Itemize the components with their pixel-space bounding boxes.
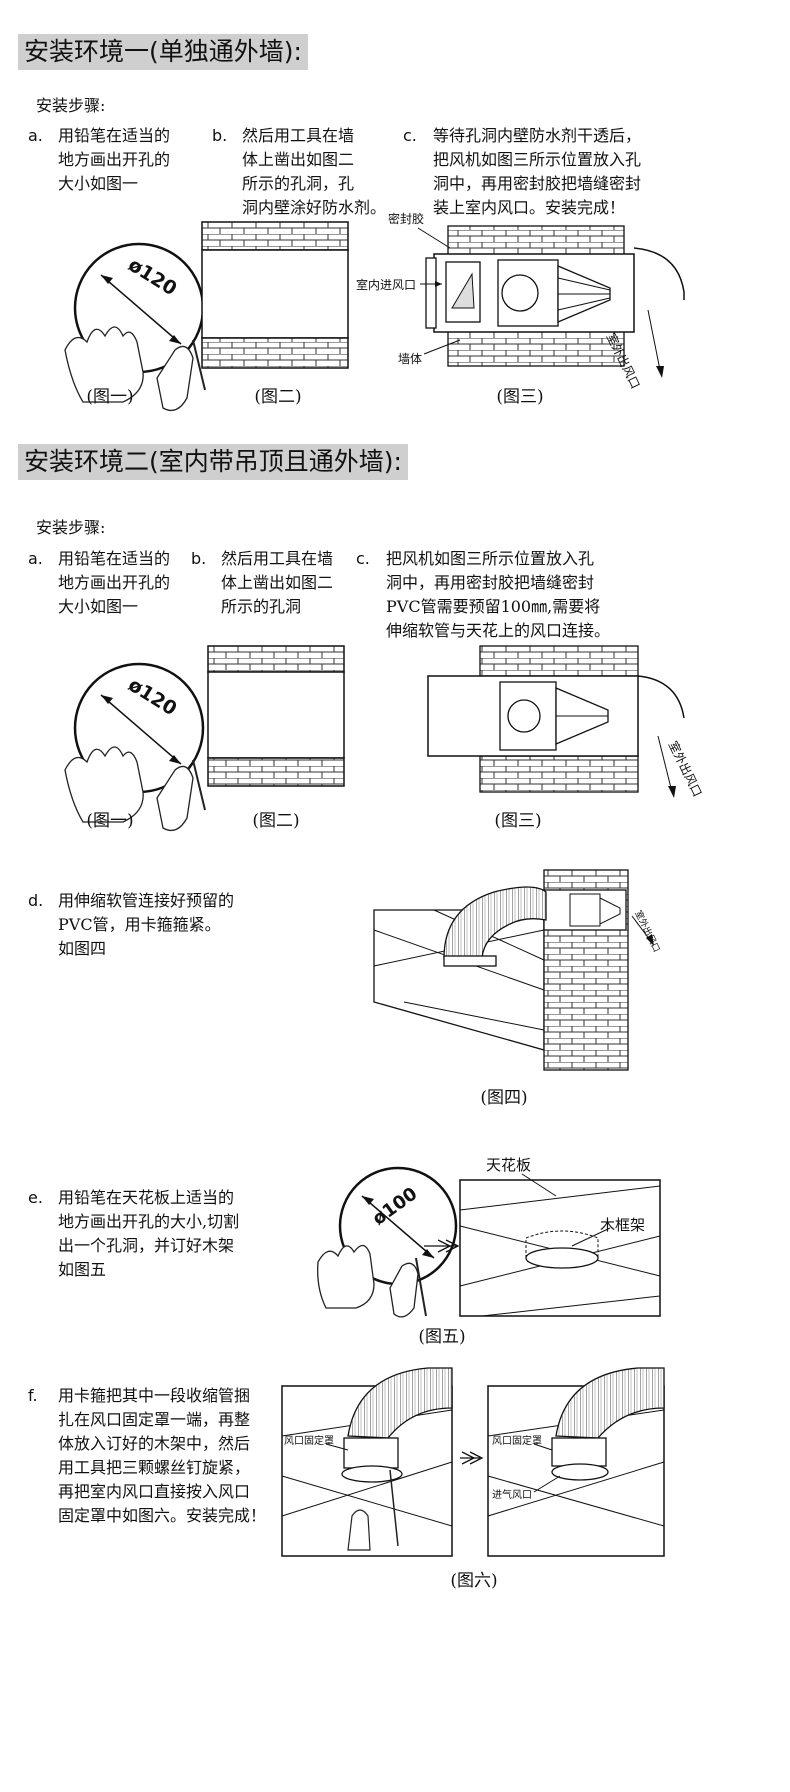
step-marker: b. <box>212 126 228 145</box>
s1-fig3-caption: (图三) <box>496 387 544 407</box>
step-text: 把风机如图三所示位置放入孔 洞中，再用密封胶把墙缝密封 PVC管需要预留100㎜… <box>386 549 611 640</box>
s2-fig3-drawing <box>427 645 685 798</box>
step-text: 然后用工具在墙 体上凿出如图二 所示的孔洞，孔 洞内壁涂好防水剂。 <box>242 126 387 217</box>
step-text: 用伸缩软管连接好预留的 PVC管，用卡箍箍紧。 如图四 <box>58 891 235 958</box>
s2-fig5-ceiling-label: 天花板 <box>486 1156 532 1174</box>
s1-fig3-seal-label: 密封胶 <box>388 212 425 226</box>
step-marker: c. <box>356 549 370 568</box>
s2-fig5-caption: (图五) <box>418 1327 466 1347</box>
s2-fig6-caption: (图六) <box>450 1571 498 1591</box>
s2-fig5-frame-label: 木框架 <box>600 1216 646 1234</box>
s1-fig3-indoor-label: 室内进风口 <box>356 278 417 292</box>
s1-fig2-caption: (图二) <box>254 387 302 407</box>
step-text: 然后用工具在墙 体上凿出如图二 所示的孔洞 <box>221 549 334 616</box>
s2-fig1-drawing <box>64 662 206 832</box>
step-text: 用铅笔在天花板上适当的 地方画出开孔的大小,切割 出一个孔洞，并订好木架 如图五 <box>58 1188 240 1279</box>
step-marker: d. <box>28 891 44 910</box>
step-marker: f. <box>28 1386 38 1405</box>
s1-fig3-drawing <box>417 225 685 378</box>
step-marker: a. <box>28 126 43 145</box>
s1-fig1-drawing <box>64 242 206 412</box>
section2-steps-label: 安装步骤: <box>36 518 106 537</box>
step-text: 用铅笔在适当的 地方画出开孔的 大小如图一 <box>58 549 171 616</box>
step-text: 等待孔洞内壁防水剂干透后， 把风机如图三所示位置放入孔 洞中，再用密封胶把墙缝密… <box>433 126 642 217</box>
step-marker: a. <box>28 549 43 568</box>
step-text: 用卡箍把其中一段收缩管捆 扎在风口固定罩一端，再整 体放入订好的木架中，然后 用… <box>58 1386 267 1525</box>
s2-fig3-caption: (图三) <box>494 811 542 831</box>
s2-fig1-caption: (图一) <box>86 811 134 831</box>
s2-fig5-drawing <box>317 1166 661 1318</box>
s1-fig2-drawing <box>201 221 349 369</box>
s2-fig2-caption: (图二) <box>252 811 300 831</box>
s2-fig2-drawing <box>207 645 345 787</box>
s2-fig4-drawing <box>373 869 654 1071</box>
s1-fig1-caption: (图一) <box>86 387 134 407</box>
step-marker: e. <box>28 1188 43 1207</box>
s2-fig6-inlet-label: 进气风口 <box>492 1490 532 1501</box>
s1-fig3-wall-label: 墙体 <box>398 352 423 366</box>
step-marker: b. <box>191 549 207 568</box>
step-text: 用铅笔在适当的 地方画出开孔的 大小如图一 <box>58 126 171 193</box>
step-marker: c. <box>403 126 417 145</box>
section1-steps-label: 安装步骤: <box>36 96 106 115</box>
s2-fig6-cover-right-label: 风口固定罩 <box>492 1436 542 1447</box>
s2-fig6-drawing <box>281 1367 665 1557</box>
s2-fig6-cover-left-label: 风口固定罩 <box>284 1436 334 1447</box>
section1-title: 安装环境一(单独通外墙): <box>18 34 308 70</box>
s2-fig4-caption: (图四) <box>480 1088 528 1108</box>
section2-title: 安装环境二(室内带吊顶且通外墙): <box>18 444 408 480</box>
